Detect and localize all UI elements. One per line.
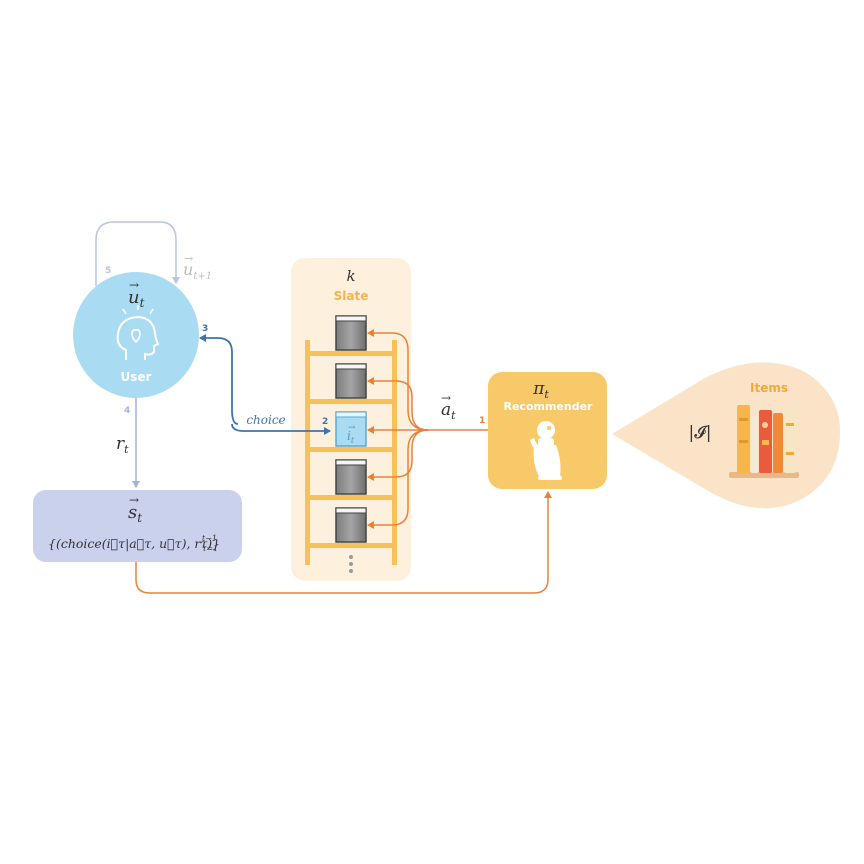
- choice-label: choice: [246, 413, 285, 427]
- recommender-label: Recommender: [504, 400, 594, 413]
- state-box: st → {(choice(i⃗τ|a⃗τ, u⃗τ), rτ)} t−1 τ=…: [33, 490, 242, 562]
- state-vector: st: [128, 502, 142, 525]
- items-label: Items: [750, 381, 788, 395]
- user-state-vector: ut: [128, 287, 145, 310]
- action-arrows: [367, 329, 488, 529]
- step-1: 1: [479, 416, 485, 426]
- recommender-policy: πt: [532, 379, 549, 401]
- slate-k-label: k: [346, 267, 355, 285]
- state-arrow-glyph: →: [129, 493, 139, 507]
- items-set-label: |𝓘|: [689, 423, 712, 443]
- robot-thinker-icon: [530, 421, 562, 480]
- user-node: ut → User: [73, 272, 199, 398]
- recommender-box: πt Recommender: [488, 372, 607, 489]
- state-to-recommender-arrow: [135, 491, 552, 594]
- state-formula: {(choice(i⃗τ|a⃗τ, u⃗τ), rτ)}: [48, 536, 220, 551]
- user-arrow-glyph: →: [129, 278, 139, 292]
- choice-return-arrow: [199, 334, 239, 425]
- slate-label: Slate: [334, 289, 369, 303]
- next-user-arrow-glyph: →: [184, 252, 193, 265]
- slate-book-2: [335, 363, 367, 399]
- choice-arrow: [231, 423, 331, 435]
- slate-book-5: [335, 507, 367, 543]
- slate-ellipsis: [349, 555, 353, 573]
- user-label: User: [121, 370, 152, 384]
- next-user-state-vector: ut+1: [183, 260, 212, 282]
- user-transition-loop: [95, 221, 180, 286]
- action-vector: at: [441, 400, 456, 422]
- action-arrow-glyph: →: [441, 391, 451, 405]
- step-4: 4: [124, 406, 130, 416]
- head-heart-icon: [116, 305, 160, 360]
- state-formula-sup: t−1: [202, 534, 217, 543]
- chosen-item-vector: it: [347, 429, 355, 445]
- slate-book-chosen: it →: [335, 411, 367, 447]
- reward-symbol: rt: [116, 434, 129, 456]
- slate-ladder: [305, 340, 397, 565]
- slate-book-1: [335, 315, 367, 351]
- step-5: 5: [105, 266, 111, 276]
- slate-panel: k Slate it →: [291, 258, 411, 581]
- step-3: 3: [202, 324, 208, 334]
- state-formula-sub: τ=1: [202, 544, 218, 553]
- chosen-item-arrow-glyph: →: [348, 423, 356, 433]
- step-2: 2: [322, 417, 328, 427]
- items-bubble: Items |𝓘|: [612, 362, 841, 509]
- bookshelf-icon: [729, 405, 799, 478]
- slate-book-4: [335, 459, 367, 495]
